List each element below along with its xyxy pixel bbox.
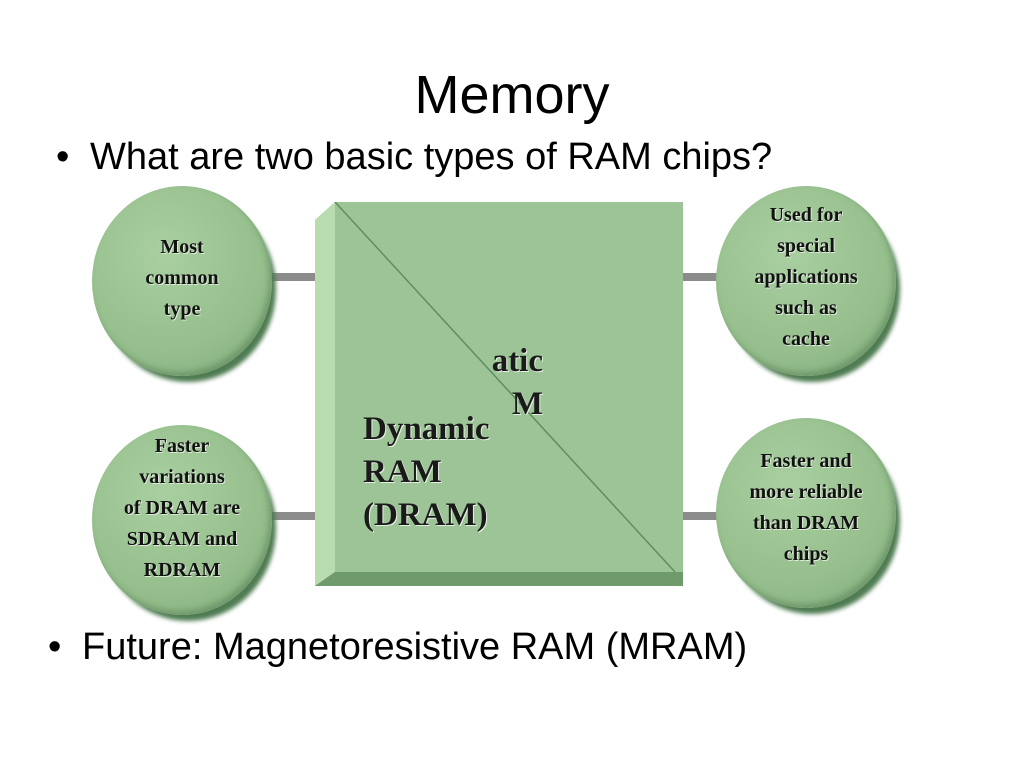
static-ram-label: atic M: [491, 343, 543, 422]
bullet-marker: •: [48, 626, 62, 668]
bullet-ram-types: • What are two basic types of RAM chips?: [56, 134, 772, 180]
circle-dram-common: Most common type: [92, 186, 272, 376]
bullet-text: What are two basic types of RAM chips?: [90, 136, 773, 178]
connector-bottom-right: [680, 512, 730, 520]
dynamic-ram-label: Dynamic RAM (DRAM): [363, 411, 490, 533]
ram-types-box: atic M Dynamic RAM (DRAM): [315, 201, 683, 586]
circle-text: Most common type: [145, 236, 219, 320]
circle-text: Used for special applications such as ca…: [754, 204, 858, 350]
circle-text: Faster and more reliable than DRAM chips: [749, 450, 863, 565]
circle-text: Faster variations of DRAM are SDRAM and …: [123, 435, 241, 581]
connector-top-left: [268, 273, 318, 281]
slide-title: Memory: [414, 65, 610, 125]
circle-dram-variations: Faster variations of DRAM are SDRAM and …: [92, 425, 272, 615]
connector-bottom-left: [268, 512, 318, 520]
bullet-marker: •: [56, 136, 70, 178]
circle-sram-uses: Used for special applications such as ca…: [716, 186, 896, 376]
bullet-text: Future: Magnetoresistive RAM (MRAM): [82, 626, 748, 668]
ram-box-shape: [315, 201, 683, 586]
circle-sram-speed: Faster and more reliable than DRAM chips: [716, 418, 896, 608]
connector-top-right: [680, 273, 730, 281]
bullet-future-mram: • Future: Magnetoresistive RAM (MRAM): [48, 624, 747, 670]
